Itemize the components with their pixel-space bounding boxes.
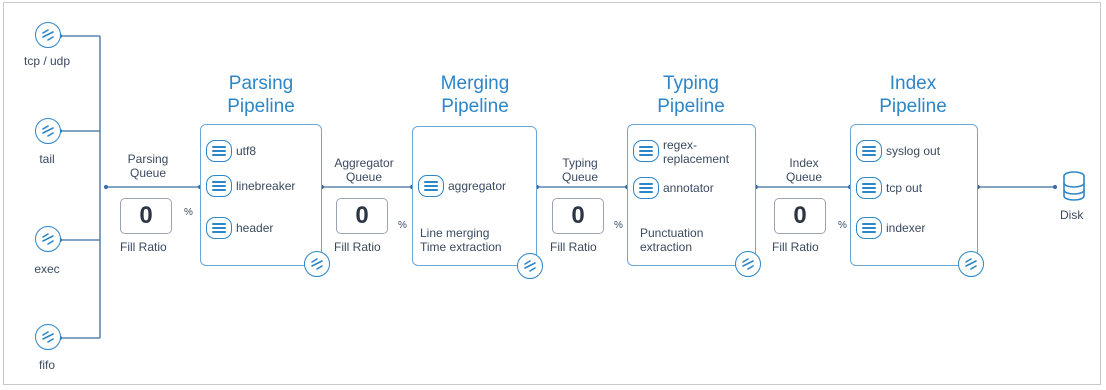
fill-ratio-value: 0 bbox=[552, 198, 604, 234]
processor-icon bbox=[856, 140, 882, 162]
processor-item: utf8 bbox=[206, 140, 256, 162]
processor-item: aggregator bbox=[418, 175, 506, 197]
processor-item: linebreaker bbox=[206, 175, 295, 197]
fill-ratio-unit: % bbox=[398, 220, 407, 231]
processor-icon bbox=[633, 140, 659, 162]
fill-ratio-unit: % bbox=[184, 207, 193, 218]
processor-item: syslog out bbox=[856, 140, 940, 162]
fill-ratio-value: 0 bbox=[120, 198, 172, 234]
diagram-frame bbox=[3, 2, 1101, 385]
processor-item: regex-replacement bbox=[633, 138, 729, 166]
source-label: tcp / udp bbox=[23, 54, 71, 68]
processor-item: tcp out bbox=[856, 177, 922, 199]
processor-icon bbox=[856, 217, 882, 239]
fill-ratio-label: Fill Ratio bbox=[772, 240, 819, 254]
database-icon bbox=[1063, 171, 1085, 201]
fill-ratio-label: Fill Ratio bbox=[550, 240, 597, 254]
processor-icon bbox=[206, 217, 232, 239]
source-label: exec bbox=[34, 262, 60, 276]
source-label: tail bbox=[39, 152, 55, 166]
source-label: fifo bbox=[38, 358, 55, 372]
processor-item: header bbox=[206, 217, 273, 239]
fill-ratio-value: 0 bbox=[336, 198, 388, 234]
source-exec-icon bbox=[35, 226, 61, 252]
source-fifo-icon bbox=[35, 324, 61, 350]
processor-icon bbox=[418, 175, 444, 197]
fill-ratio-value: 0 bbox=[774, 198, 826, 234]
fill-ratio-unit: % bbox=[614, 220, 623, 231]
splunk-icon bbox=[958, 251, 984, 277]
fill-ratio-label: Fill Ratio bbox=[120, 240, 167, 254]
processor-item: indexer bbox=[856, 217, 925, 239]
source-tail-icon bbox=[35, 118, 61, 144]
fill-ratio-unit: % bbox=[838, 220, 847, 231]
processor-icon bbox=[206, 175, 232, 197]
processor-icon bbox=[856, 177, 882, 199]
source-tcp-udp-icon bbox=[35, 22, 61, 48]
processor-icon bbox=[633, 177, 659, 199]
processor-item: annotator bbox=[633, 177, 714, 199]
splunk-icon bbox=[304, 251, 330, 277]
disk-label: Disk bbox=[1060, 208, 1084, 222]
processor-icon bbox=[206, 140, 232, 162]
fill-ratio-label: Fill Ratio bbox=[334, 240, 381, 254]
splunk-icon bbox=[517, 253, 543, 279]
splunk-icon bbox=[735, 251, 761, 277]
